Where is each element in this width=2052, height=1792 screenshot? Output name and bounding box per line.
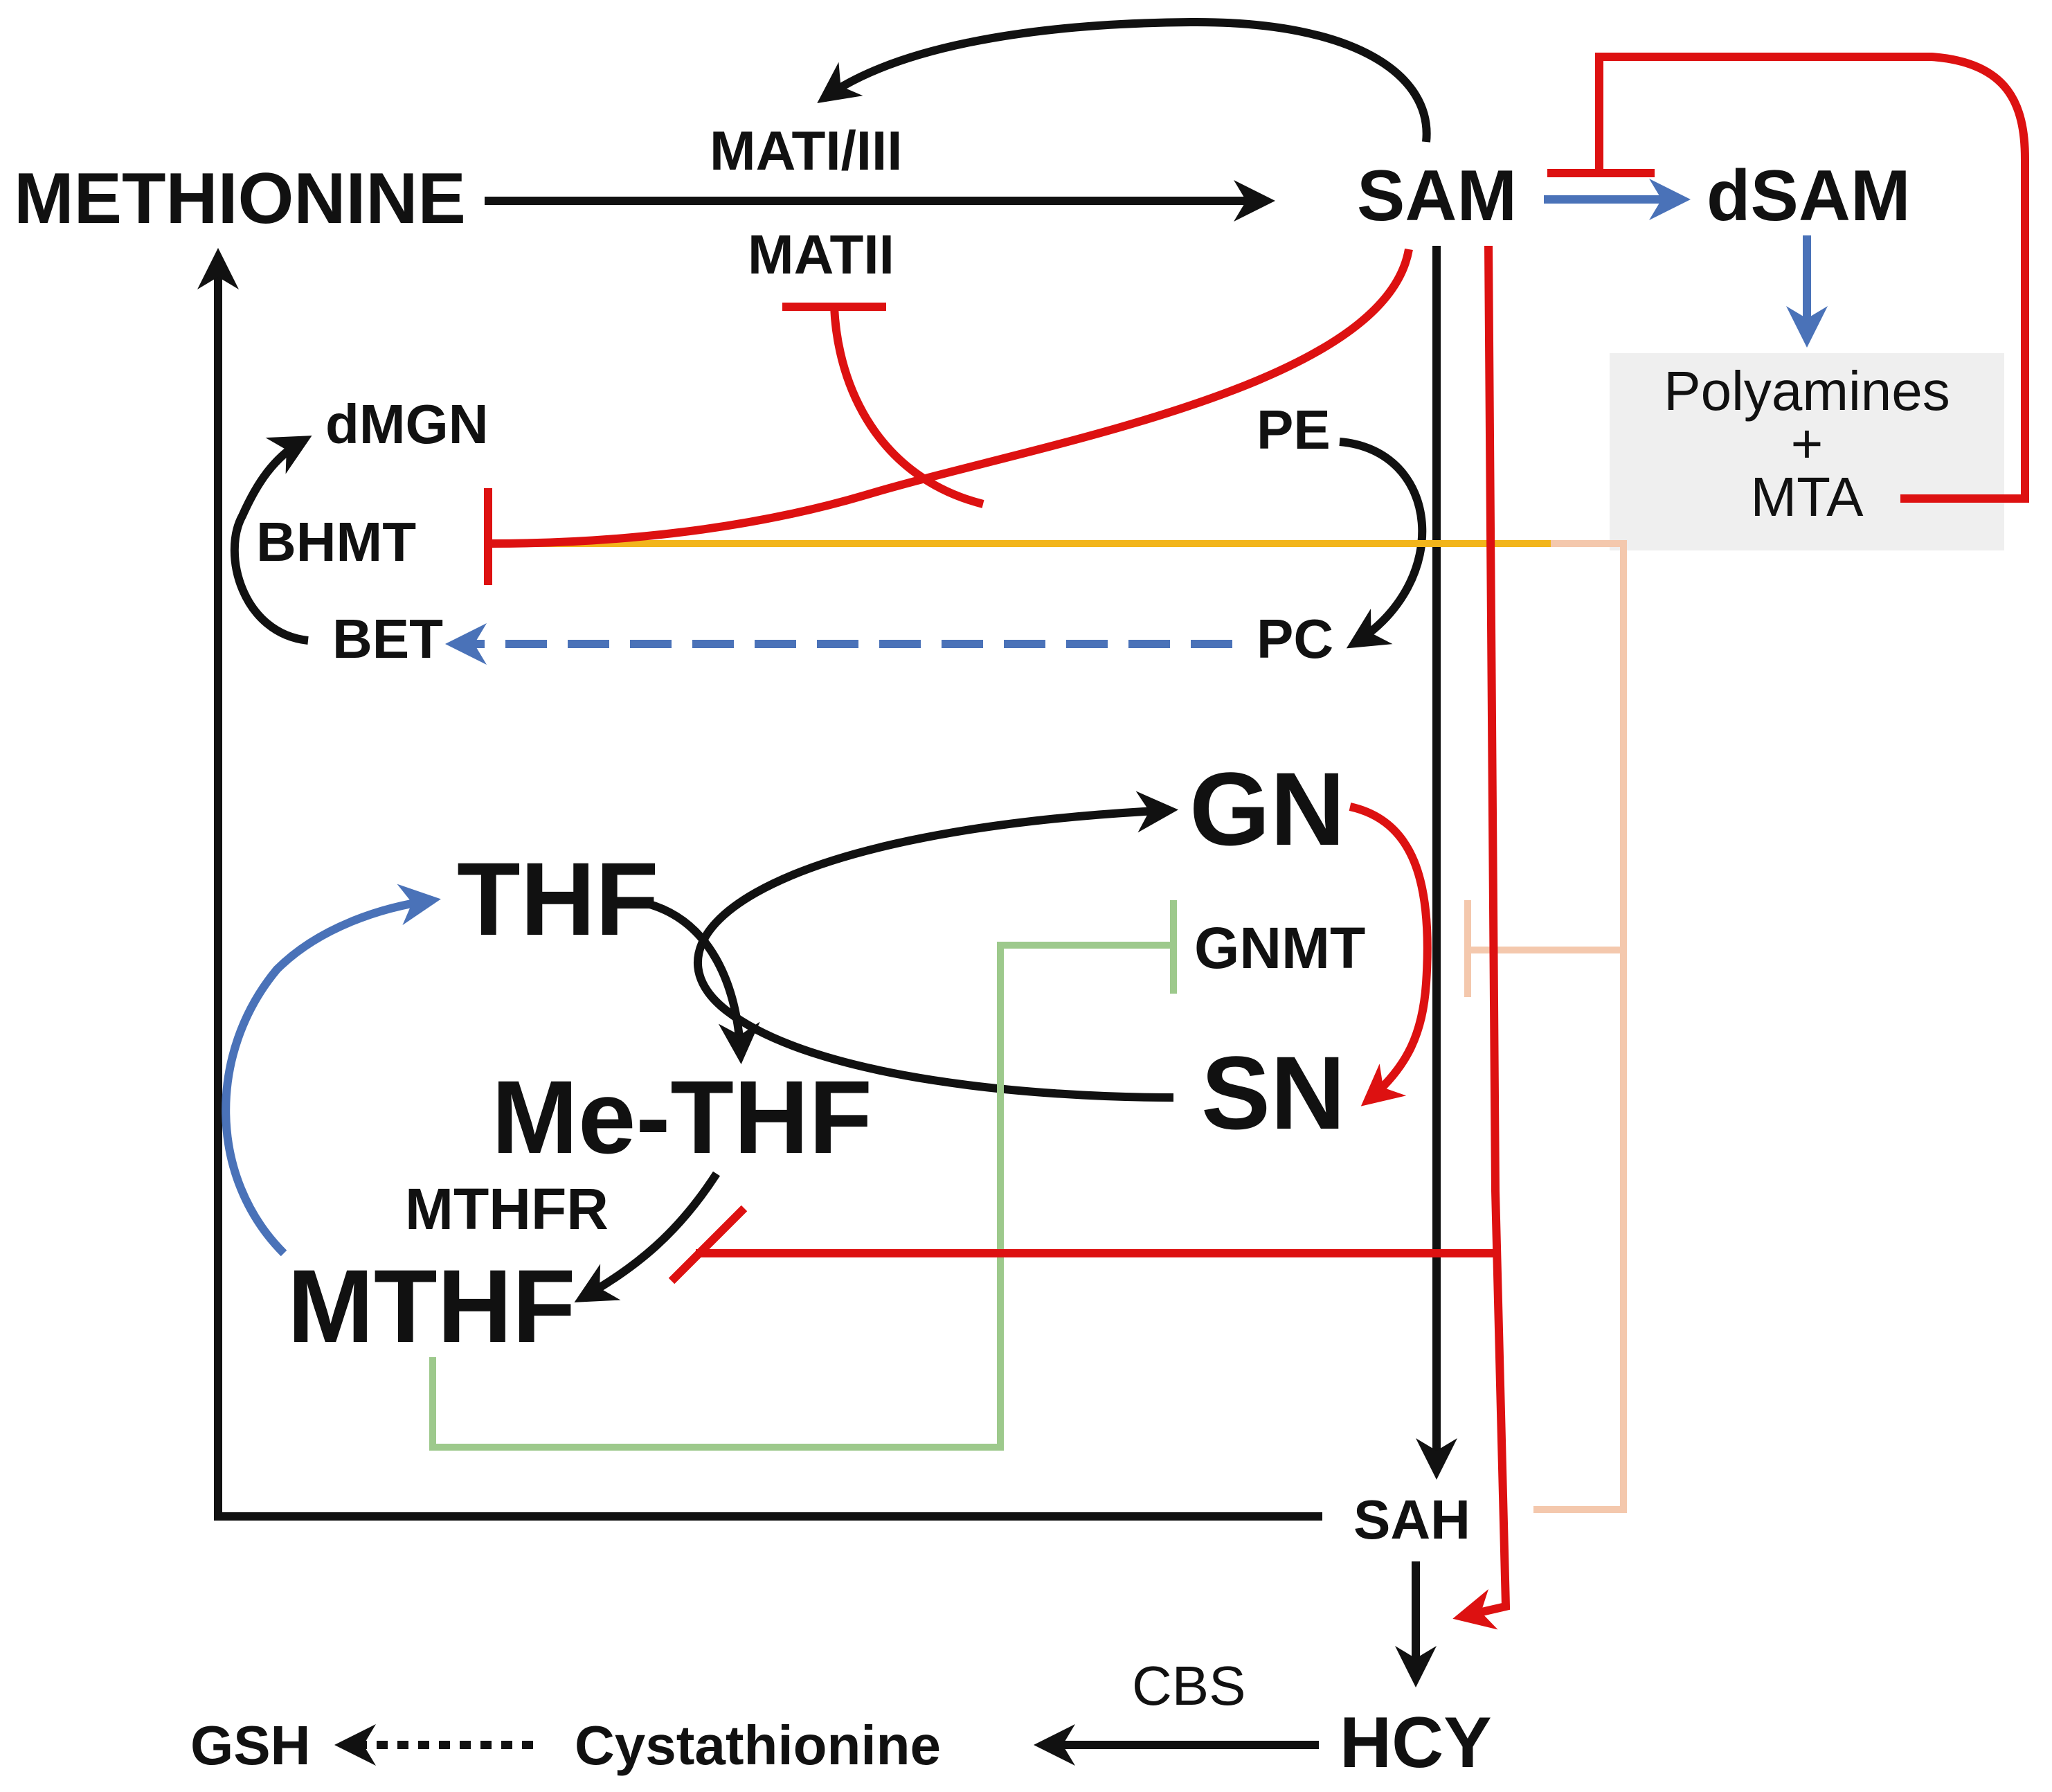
mthf-gnmt-inhibition-line [429, 942, 1173, 1451]
sah-peach-bracket [1533, 540, 1627, 1513]
dsam-label: dSAM [1707, 156, 1911, 236]
sn-label: SN [1201, 1034, 1345, 1151]
mthf-to-thf-arc [222, 884, 441, 1257]
mthfr-inhibition-bar [668, 1205, 748, 1284]
methf-to-mthf-arrow [574, 1171, 721, 1302]
mat2-label: MATII [748, 224, 894, 285]
mthfr-label: MTHFR [405, 1176, 609, 1242]
bet-to-dmgn-arc [230, 436, 312, 645]
gsh-label: GSH [190, 1714, 310, 1776]
gnmt-label: GNMT [1194, 915, 1365, 980]
plus-label: + [1791, 413, 1824, 474]
cystathionine-label: Cystathionine [575, 1714, 941, 1776]
pc-label: PC [1257, 608, 1333, 670]
hcy-label: HCY [1340, 1703, 1492, 1783]
bhmt-label: BHMT [256, 511, 416, 573]
polyamines-box [1610, 353, 2004, 550]
dmgn-label: dMGN [325, 393, 489, 455]
sah-to-methionine-line [197, 248, 1322, 1521]
mat2-inhibition-curve [830, 306, 984, 508]
sam-to-hcy-red-arrow [1452, 245, 1511, 1630]
me-thf-label: Me-THF [492, 1059, 872, 1175]
thf-label: THF [457, 841, 659, 957]
sah-label: SAH [1353, 1489, 1470, 1550]
mta-feedback-line [1595, 53, 2029, 503]
gn-label: GN [1189, 751, 1345, 867]
sam-to-methionine-arc [817, 17, 1431, 143]
pe-label: PE [1257, 399, 1331, 460]
mta-label: MTA [1751, 466, 1864, 528]
polyamines-label: Polyamines [1664, 360, 1950, 422]
methionine-label: METHIONINE [14, 159, 466, 239]
mthf-label: MTHF [287, 1248, 576, 1364]
pe-to-pc-arc [1339, 438, 1427, 649]
sam-label: SAM [1357, 156, 1517, 236]
sam-bhmt-inhibition-curve [491, 248, 1413, 548]
cbs-label: CBS [1132, 1655, 1246, 1717]
bet-label: BET [332, 608, 443, 670]
thf-to-methf-arrow [646, 899, 760, 1064]
gn-to-sn-red-arrow [1349, 803, 1432, 1106]
sn-to-gn-arc [694, 791, 1178, 1102]
mat1-3-label: MATI/III [710, 120, 902, 181]
